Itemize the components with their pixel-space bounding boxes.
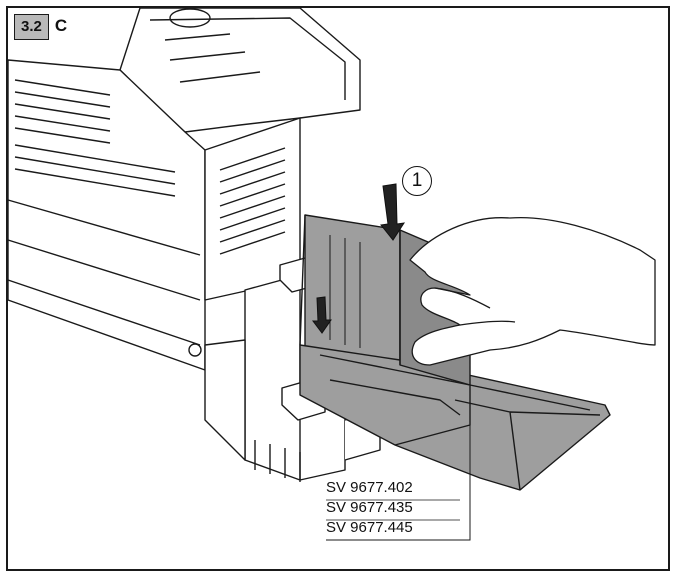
front-vents — [219, 147, 286, 255]
part-number-2: SV 9677.435 — [326, 499, 413, 516]
down-arrow-icon — [312, 183, 406, 334]
leader-line — [326, 420, 471, 541]
step-letter: C — [54, 16, 68, 35]
part-number-1: SV 9677.402 — [326, 479, 413, 496]
part-number-3: SV 9677.445 — [326, 519, 413, 536]
section-badge: 3.2 C — [14, 14, 73, 40]
section-number: 3.2 — [14, 14, 49, 40]
hand-icon — [409, 216, 656, 366]
side-vents — [14, 79, 176, 197]
part-number-list: SV 9677.402 SV 9677.435 SV 9677.445 — [326, 478, 413, 538]
step-callout: 1 — [402, 166, 432, 196]
